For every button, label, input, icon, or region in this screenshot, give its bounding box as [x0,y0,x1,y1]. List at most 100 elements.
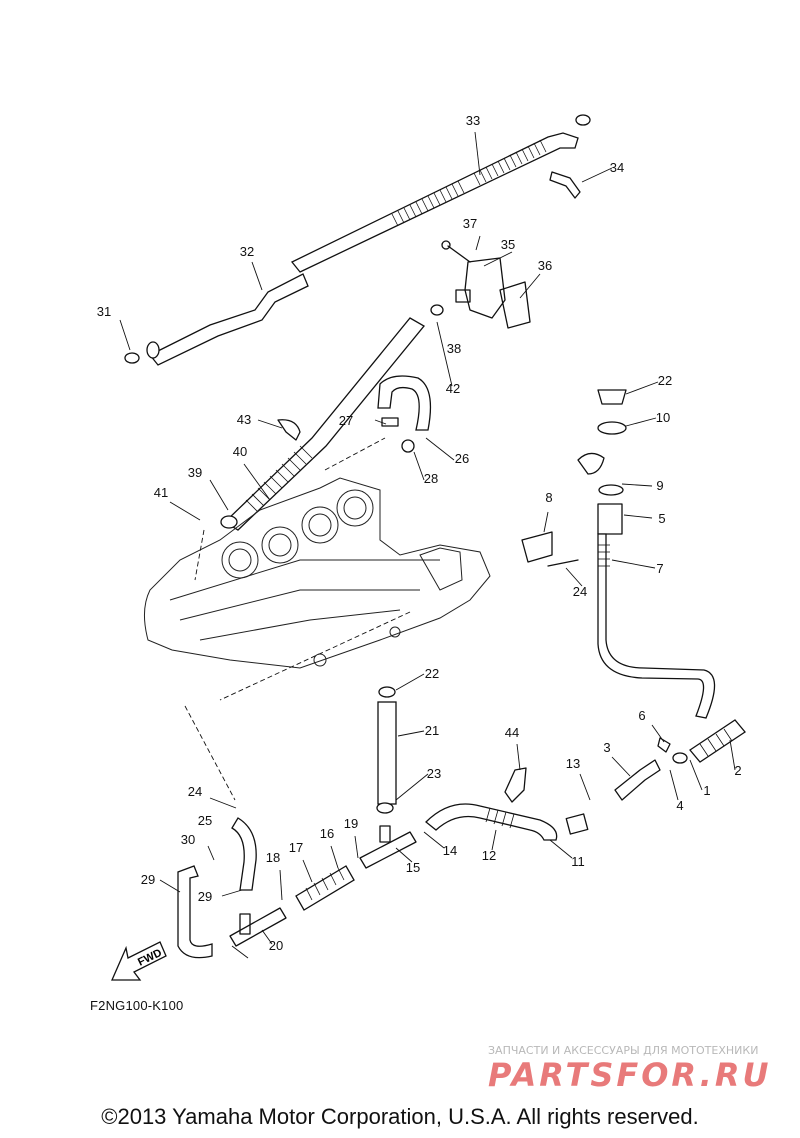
leader-line [475,235,481,251]
callout-44: 44 [505,725,519,740]
leader-line [611,756,631,777]
callout-14: 14 [443,843,457,858]
leader-line [397,730,425,737]
leader-line [207,845,215,861]
callout-12: 12 [482,848,496,863]
callout-18: 18 [266,850,280,865]
watermark-logo: PARTSFOR.RU [488,1056,771,1094]
leader-line [621,483,653,487]
callout-21: 21 [425,723,439,738]
callout-42: 42 [446,381,460,396]
part-21-hose [377,701,397,805]
part-25-hose [377,375,432,453]
callout-labels: 1234567891011121314151617181920212223242… [97,113,742,953]
callout-32: 32 [240,244,254,259]
leader-line [516,743,521,771]
callout-24: 24 [573,584,587,599]
leader-line [395,773,429,801]
callout-9: 9 [656,478,663,493]
callout-35: 35 [501,237,515,252]
leader-line [261,929,273,945]
callout-31: 31 [97,304,111,319]
callout-13: 13 [566,756,580,771]
leader-line [330,845,339,869]
reference-line-22 [219,611,411,701]
part-1-2-hose [672,719,746,764]
callout-23: 23 [427,766,441,781]
callout-11: 11 [571,854,585,869]
watermark-brand: PARTSFOR.RU [488,1056,771,1094]
callout-22: 22 [425,666,439,681]
leader-line [395,847,413,863]
leader-line [565,567,583,587]
lower-assembly [229,825,417,947]
callout-16: 16 [320,826,334,841]
leader-line [119,319,131,351]
leader-line [425,437,455,461]
part-5-7-filler-hose [577,389,716,719]
leader-line [231,945,249,959]
part-38-hose [220,304,444,531]
callout-2: 2 [734,763,741,778]
fwd-arrow: FWD [111,941,167,981]
callout-7: 7 [656,561,663,576]
part-42-clamp [504,767,527,803]
callout-29: 29 [198,889,212,904]
leader-line [543,511,549,533]
callout-29: 29 [141,872,155,887]
leader-line [491,829,497,851]
leader-line [209,479,229,511]
leader-line [243,463,271,501]
callout-30: 30 [181,832,195,847]
callout-20: 20 [269,938,283,953]
leader-line [354,835,359,859]
part-44-bolt [547,559,579,567]
leader-line [651,724,665,743]
callout-27: 27 [339,413,353,428]
callout-15: 15 [406,860,420,875]
leader-line [251,261,263,291]
callout-22: 22 [658,373,672,388]
leader-line [625,381,659,395]
leader-line [209,797,237,809]
watermark-tagline: ЗАПЧАСТИ И АКСЕССУАРЫ ДЛЯ МОТОТЕХНИКИ [488,1044,759,1057]
callout-3: 3 [603,740,610,755]
part-8-bracket [521,531,553,563]
part-28-hose [177,865,213,959]
part-11-12-hose [425,803,589,841]
leader-line [302,859,313,883]
callout-26: 26 [455,451,469,466]
callout-38: 38 [447,341,461,356]
leader-line [159,879,181,893]
fwd-label: FWD [136,947,164,969]
part-34-35-36-fitting [441,240,531,329]
leader-lines [119,131,736,959]
copyright-notice: ©2013 Yamaha Motor Corporation, U.S.A. A… [101,1104,699,1129]
leader-line [413,451,425,481]
callout-40: 40 [233,444,247,459]
callout-28: 28 [424,471,438,486]
callout-41: 41 [154,485,168,500]
leader-line [169,501,201,521]
leader-line [549,839,573,859]
part-23-hose [231,817,257,891]
leader-line [483,251,513,267]
callout-17: 17 [289,840,303,855]
reference-line-26 [324,437,386,471]
callout-43: 43 [237,412,251,427]
part-32-corrugated-hose [290,114,591,273]
diagram-code: F2NG100-K100 [90,998,184,1013]
part-41-clip [277,419,301,441]
leader-line [611,559,656,569]
leader-line [374,419,387,425]
reference-line-40 [194,529,205,581]
leader-line [689,759,703,791]
callout-33: 33 [466,113,480,128]
callout-24: 24 [188,784,202,799]
callout-6: 6 [638,708,645,723]
leader-line [623,514,653,519]
callout-25: 25 [198,813,212,828]
callout-19: 19 [344,816,358,831]
leader-line [729,739,736,771]
